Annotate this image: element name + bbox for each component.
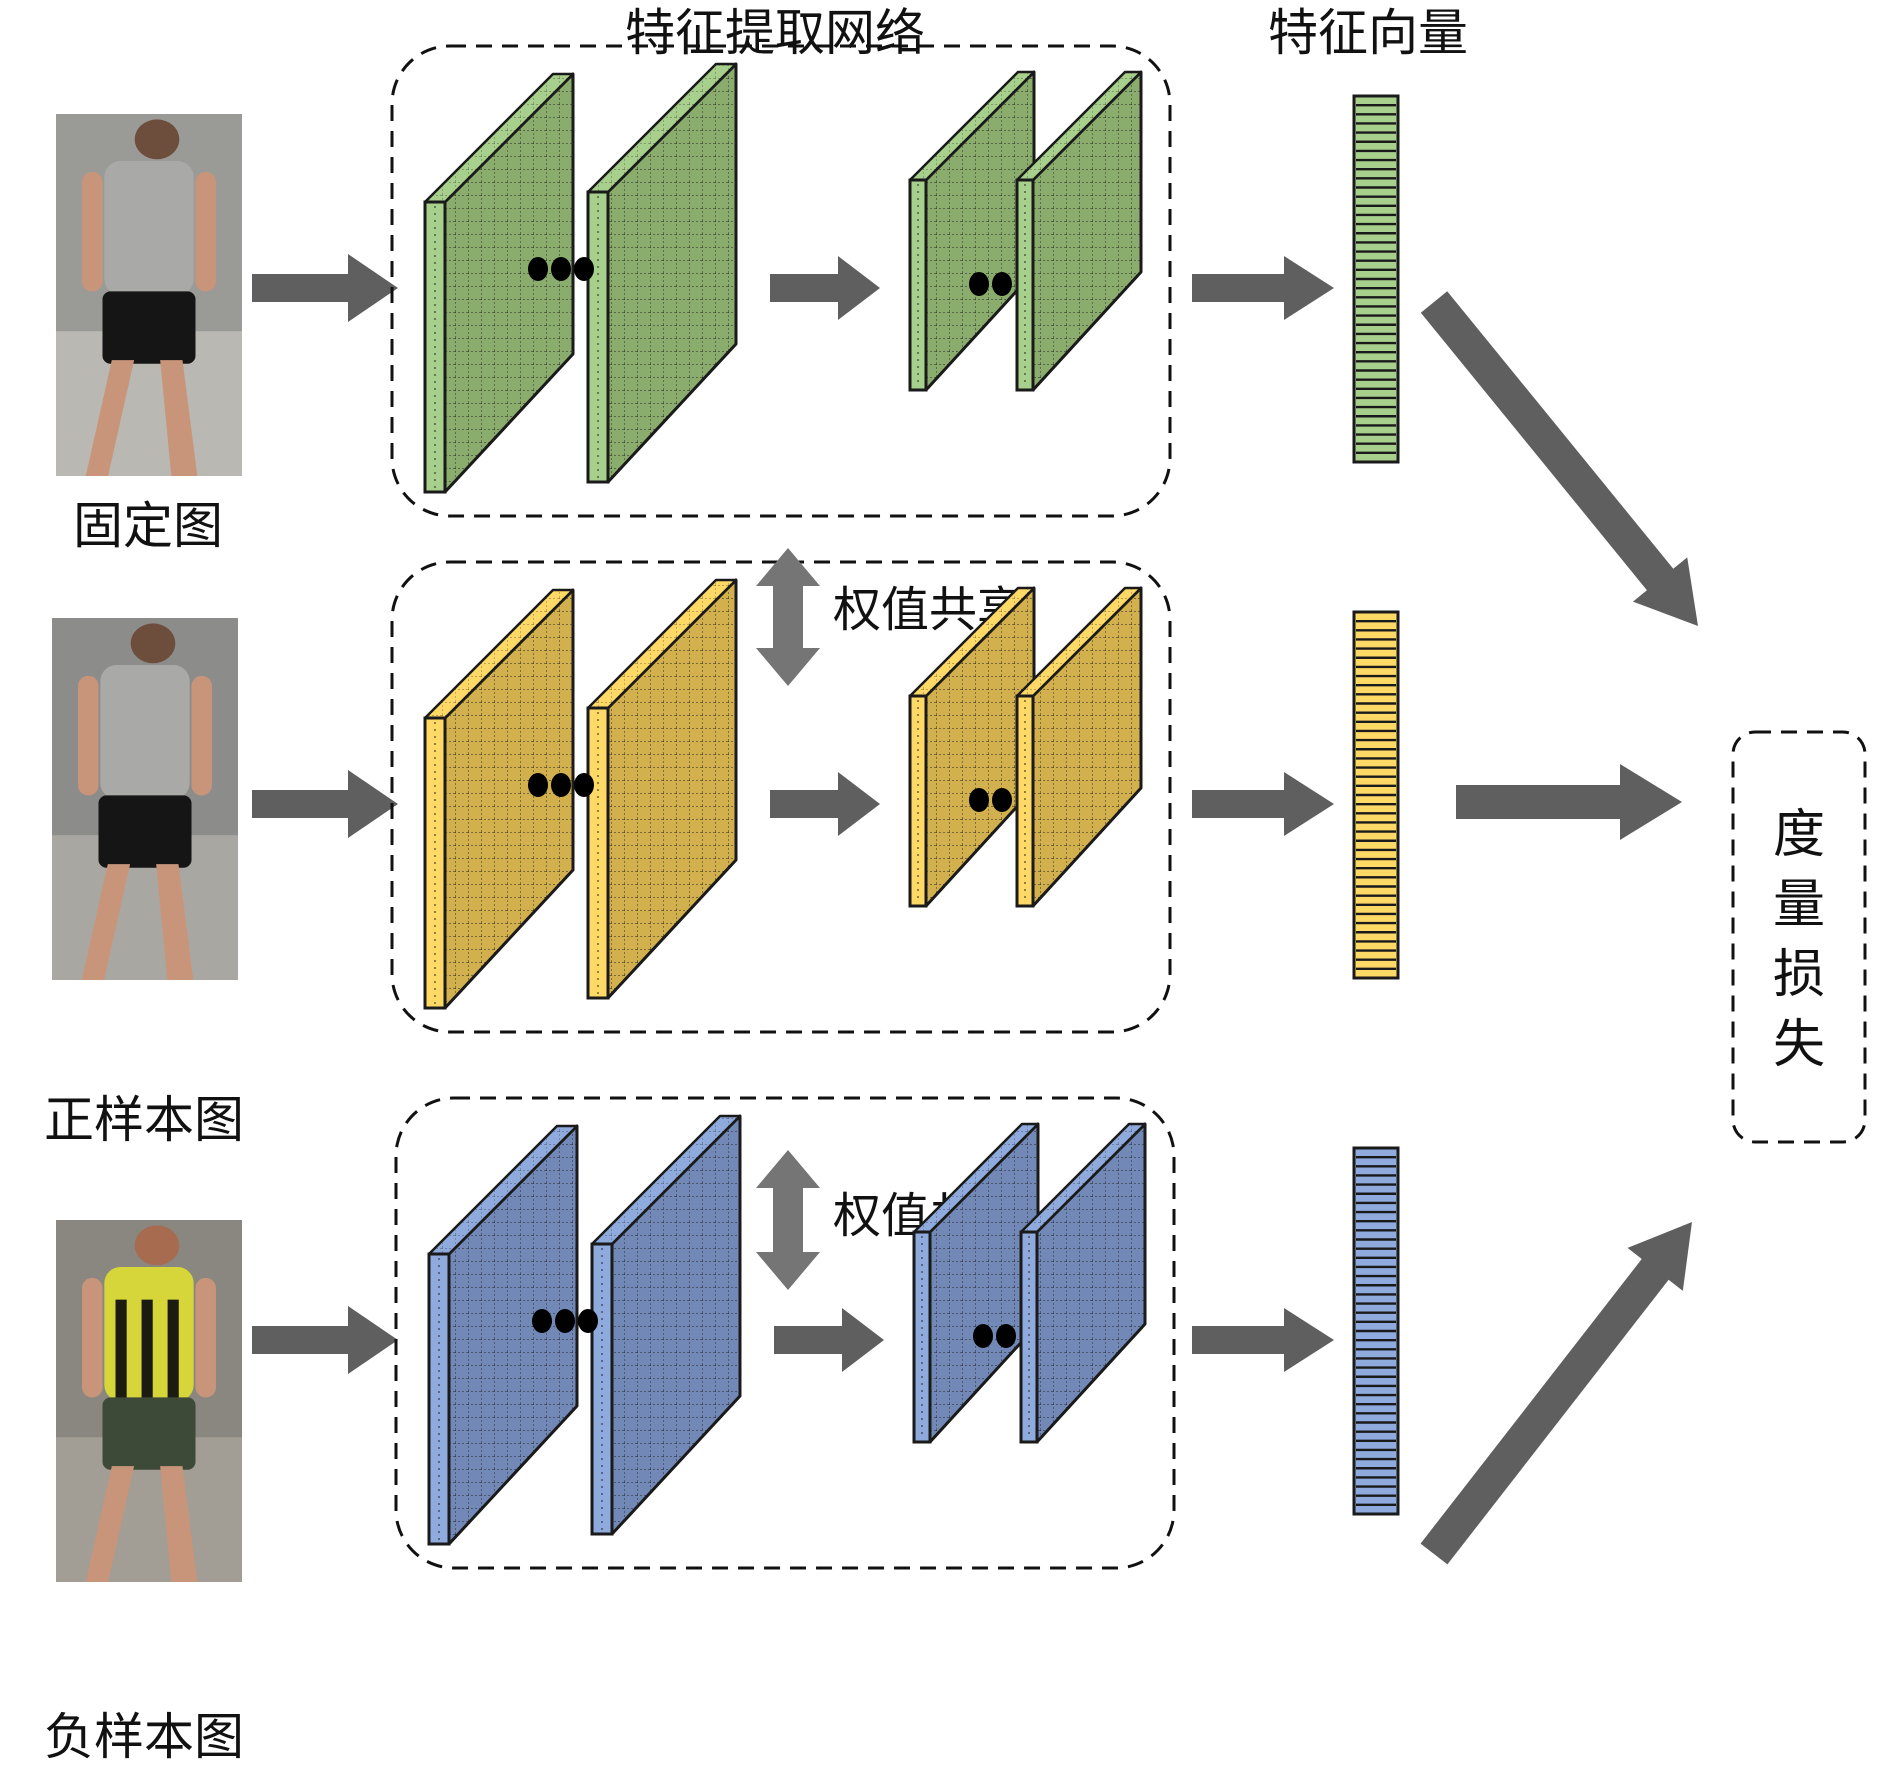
feature-map-large-1-anchor — [423, 72, 575, 494]
arrow-input-positive — [252, 770, 398, 838]
row-positive: 正样本图 — [44, 560, 1400, 1149]
ellipsis-large-anchor — [528, 257, 594, 281]
ellipsis-small-positive — [969, 788, 1012, 812]
row-negative: 负样本图 — [44, 1096, 1400, 1766]
ellipsis-large-positive — [528, 773, 594, 797]
feature-vector-anchor — [1352, 94, 1400, 464]
ellipsis-small-anchor — [969, 272, 1012, 296]
arrow-loss-negative — [1420, 1222, 1692, 1565]
weight-sharing-arrow-2 — [756, 1150, 820, 1290]
feature-vector-negative — [1352, 1146, 1400, 1516]
vector-header: 特征向量 — [1268, 4, 1468, 62]
arrow-stage-negative — [774, 1308, 884, 1372]
arrow-vector-negative — [1192, 1308, 1334, 1372]
feature-map-small-2-negative — [1019, 1122, 1147, 1444]
feature-vector-positive — [1352, 610, 1400, 980]
image-label-anchor: 固定图 — [73, 497, 223, 555]
metric-loss-box — [1731, 730, 1867, 1144]
ellipsis-small-negative — [973, 1324, 1016, 1348]
feature-map-large-2-negative — [590, 1114, 742, 1536]
arrow-stage-anchor — [770, 256, 880, 320]
arrow-vector-positive — [1192, 772, 1334, 836]
image-label-negative: 负样本图 — [44, 1708, 244, 1766]
metric-loss-char-4: 失 — [1773, 1015, 1825, 1075]
arrow-stage-positive — [770, 772, 880, 836]
feature-map-large-1-negative — [427, 1124, 579, 1546]
person-photo-negative — [56, 1220, 242, 1582]
weight-sharing-arrow-1 — [756, 548, 820, 686]
feature-map-large-2-positive — [586, 578, 738, 1000]
metric-loss-char-1: 度 — [1773, 805, 1825, 865]
ellipsis-large-negative — [532, 1309, 598, 1333]
network-header: 特征提取网络 — [625, 4, 925, 62]
arrow-vector-anchor — [1192, 256, 1334, 320]
row-anchor: 固定图 — [56, 44, 1400, 555]
feature-map-large-1-positive — [423, 588, 575, 1010]
person-photo-anchor — [56, 114, 242, 476]
arrow-input-negative — [252, 1306, 398, 1374]
metric-loss-char-2: 量 — [1773, 875, 1825, 935]
feature-map-small-1-anchor — [908, 70, 1036, 392]
metric-loss-char-3: 损 — [1773, 945, 1825, 1005]
arrow-input-anchor — [252, 254, 398, 322]
image-label-positive: 正样本图 — [44, 1091, 244, 1149]
feature-map-small-2-anchor — [1015, 70, 1143, 392]
feature-map-small-2-positive — [1015, 586, 1143, 908]
arrow-loss-anchor — [1420, 291, 1698, 626]
feature-map-small-1-positive — [908, 586, 1036, 908]
person-photo-positive — [52, 618, 238, 980]
feature-map-large-2-anchor — [586, 62, 738, 484]
feature-map-small-1-negative — [912, 1122, 1040, 1444]
arrow-loss-positive — [1456, 764, 1682, 840]
